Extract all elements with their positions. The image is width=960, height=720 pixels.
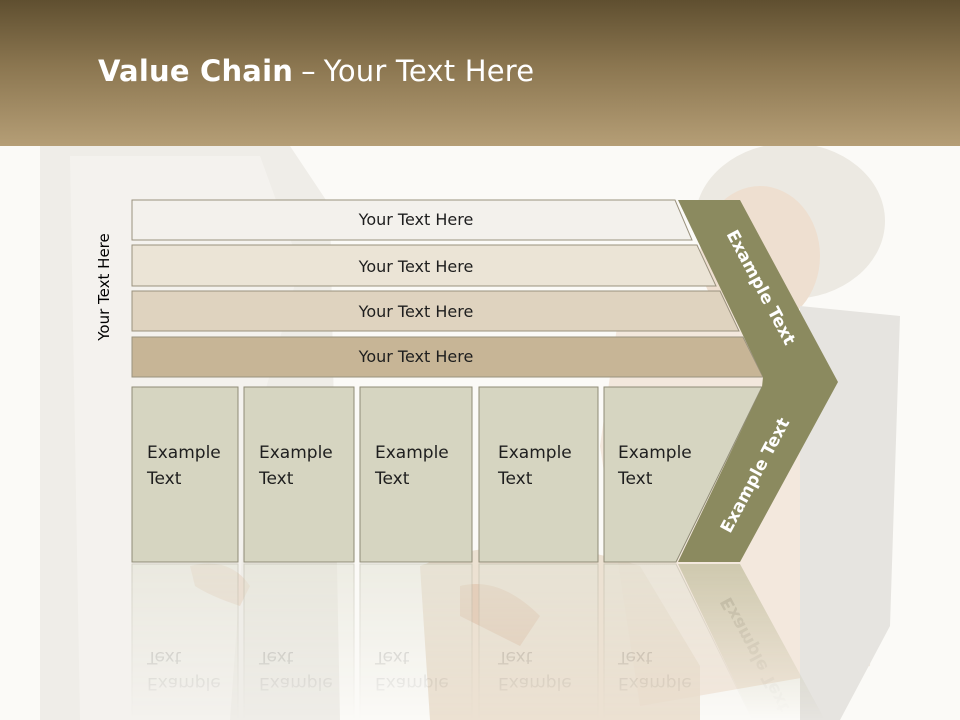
reflection-line2: Text	[258, 647, 294, 667]
reflection-line2: Text	[617, 647, 653, 667]
primary-block: Example Text	[243, 386, 355, 563]
primary-block-line1: Example	[618, 443, 692, 463]
reflection-line1: Example	[498, 673, 572, 693]
primary-block-line1: Example	[259, 443, 333, 463]
title-bold: Value Chain	[98, 54, 294, 88]
reflection-line2: Text	[497, 647, 533, 667]
primary-block-line1: Example	[147, 443, 221, 463]
primary-block-line2: Text	[258, 469, 294, 489]
support-bar-shape	[131, 199, 693, 241]
support-bar-label: Your Text Here	[358, 347, 474, 366]
primary-block-line2: Text	[146, 469, 182, 489]
primary-block: Example Text	[131, 386, 239, 563]
support-bar-label: Your Text Here	[358, 210, 474, 229]
title-rest: Your Text Here	[323, 54, 535, 88]
primary-block-line1: Example	[375, 443, 449, 463]
primary-block-line2: Text	[497, 469, 533, 489]
support-bar-shape	[131, 290, 740, 332]
reflection-line1: Example	[618, 673, 692, 693]
primary-block: Example Text	[603, 386, 763, 563]
title-dash: –	[301, 54, 316, 88]
primary-block-shape	[603, 386, 763, 563]
primary-block-shape	[243, 386, 355, 563]
primary-block: Example Text	[359, 386, 473, 563]
diagram-reflection: Example Example Example Example Example …	[131, 563, 825, 720]
slide-title: Value Chain–Your Text Here	[98, 54, 534, 88]
reflection-line1: Example	[259, 673, 333, 693]
primary-block-shape	[359, 386, 473, 563]
primary-block-line1: Example	[498, 443, 572, 463]
support-bar-label: Your Text Here	[358, 257, 474, 276]
support-bar-shape	[131, 244, 717, 287]
reflection-line2: Text	[146, 647, 182, 667]
support-bar: Your Text Here	[131, 199, 693, 241]
reflection-line1: Example	[147, 673, 221, 693]
reflection-line2: Text	[374, 647, 410, 667]
support-bar: Your Text Here	[131, 244, 717, 287]
primary-block-shape	[131, 386, 239, 563]
primary-block-line2: Text	[617, 469, 653, 489]
primary-block: Example Text	[478, 386, 599, 563]
reflection-line1: Example	[375, 673, 449, 693]
margin-arrow-shape	[678, 200, 838, 562]
primary-block-line2: Text	[374, 469, 410, 489]
primary-block-shape	[478, 386, 599, 563]
support-bar: Your Text Here	[131, 290, 740, 332]
support-bar-label: Your Text Here	[358, 302, 474, 321]
support-bar: Your Text Here	[131, 336, 764, 378]
title-bar: Value Chain–Your Text Here	[0, 0, 960, 146]
